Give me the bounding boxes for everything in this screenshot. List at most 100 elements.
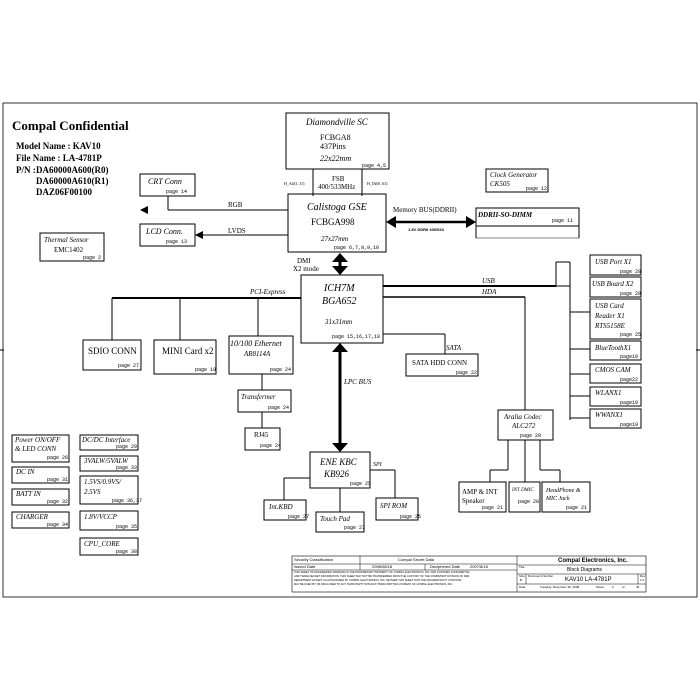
tb-title-label: Title — [519, 565, 525, 569]
fsb-left-signal: H_A#(3..31) — [284, 181, 305, 186]
battin-page: page 32 — [47, 499, 69, 505]
ethernet-page: page 24 — [270, 367, 292, 373]
crt-page: page 14 — [166, 189, 188, 195]
transformer-page: page 24 — [268, 405, 290, 411]
amp-page: page 21 — [482, 505, 504, 511]
ich-page: page 15,16,17,18 — [332, 334, 381, 340]
tb-of: 46 — [636, 585, 640, 589]
tb-deciph-val: 2007/8/18 — [470, 564, 488, 569]
fsb-right-signal: H_D#(0..63) — [367, 181, 388, 186]
amp-name2: Speaker — [462, 497, 485, 505]
wwan-page: page19 — [620, 422, 639, 428]
intkbd-name: Int.KBD — [269, 503, 293, 511]
header-title: Compal Confidential — [12, 118, 129, 133]
amp-name: AMP & INT — [462, 488, 498, 496]
spirom-name: SPI ROM — [380, 502, 408, 510]
model-name: Model Name : KAV10 — [16, 141, 101, 151]
cpucore-page: page 38 — [116, 549, 138, 555]
tb-sheet: 2 — [612, 585, 614, 589]
tb-rev: 1.0 — [640, 578, 645, 582]
cpu-pins: 437Pins — [320, 142, 346, 151]
tb-rev-label: Rev — [640, 574, 646, 578]
wwan-name: WWANX1 — [595, 411, 623, 419]
cpu-name: Diamondville SC — [306, 117, 368, 127]
sata-label: SATA — [446, 344, 462, 352]
tb-secret: Compal Secret Data — [398, 557, 435, 562]
headphone-name: HeadPhone & — [546, 488, 581, 494]
kbc-part: KB926 — [324, 469, 350, 479]
lcd-name: LCD Conn. — [146, 227, 183, 236]
ich-size: 31x31mm — [325, 318, 353, 326]
ethernet-name: 10/100 Ethernet — [230, 339, 282, 348]
vccp-name: 1.8V/VCCP — [84, 513, 117, 521]
pn-1: DA60000A600(R0) — [36, 165, 109, 175]
sdio-page: page 27 — [118, 363, 140, 369]
dmi-label: DMI — [297, 257, 311, 265]
wlan-name: WLANX1 — [595, 389, 622, 397]
tb-disclaimer-2: AND TRADE SECRET INFORMATION. THIS SHEET… — [294, 575, 470, 578]
ich-name: ICH7M — [324, 283, 355, 294]
clock-page: page 12 — [526, 186, 548, 192]
tb-size: B — [520, 578, 523, 582]
tb-disclaimer-3: DEPARTMENT EXCEPT AS AUTHORIZED BY COMPA… — [294, 579, 462, 582]
codec-name: Aralia Codec — [504, 413, 542, 421]
bluetooth-name: BlueToothX1 — [595, 344, 632, 352]
tb-docnum: KAV10 LA-4781P — [565, 577, 612, 583]
fsb-label: FSB — [332, 175, 345, 183]
tb-disclaimer-4: MAY BE USED BY OR DISCLOSED TO ANY THIRD… — [294, 583, 453, 586]
power-onoff-name: Power ON/OFF — [15, 436, 61, 444]
bluetooth-page: page19 — [620, 354, 639, 360]
headphone-page: page 21 — [566, 505, 588, 511]
spirom-page: page 25 — [400, 514, 422, 520]
pn-label: P/N : — [16, 165, 36, 175]
thermal-name: Thermal Sensor — [44, 236, 89, 244]
tb-deciph: Deciphered Date — [430, 564, 461, 569]
sdio-name: SDIO CONN — [88, 346, 137, 356]
thermal-part: EMC1402 — [54, 246, 84, 254]
intkbd-page: page 27 — [288, 514, 310, 520]
charger-page: page 34 — [47, 522, 69, 528]
tb-date: Tuesday, December 30, 2008 — [540, 585, 580, 589]
codec-part: ALC272 — [512, 422, 536, 430]
power-onoff-name2: & LED CONN — [15, 445, 57, 453]
tb-size-label: Size — [519, 574, 525, 578]
hda-label: HDA — [482, 288, 497, 296]
usb-board-page: page 28 — [620, 291, 642, 297]
tb-security: Security Classification — [294, 557, 334, 562]
ich-pkg: BGA652 — [322, 296, 357, 307]
codec-page: page 20 — [520, 433, 542, 439]
card-reader-part: RTS5158E — [595, 322, 625, 330]
cpu-page: page 4,5 — [362, 163, 387, 169]
lcd-page: page 13 — [166, 239, 188, 245]
kbc-name: ENE KBC — [320, 457, 357, 467]
touchpad-page: page 27 — [344, 525, 366, 531]
touchpad-name: Touch Pad — [320, 515, 350, 523]
lvds-label: LVDS — [228, 227, 246, 235]
rj45-name: RJ45 — [254, 431, 269, 439]
pn-2: DA60000A610(R1) — [36, 176, 109, 186]
vccp-page: page 35 — [116, 524, 138, 530]
usb-label: USB — [482, 277, 495, 285]
cmos-cam-page: page22 — [620, 377, 639, 383]
crt-name: CRT Conn — [148, 177, 182, 186]
sata-hdd-page: page 22 — [456, 370, 478, 376]
dimm-name: DDRII-SO-DIMM — [478, 211, 533, 219]
fsb-speed: 400/533MHz — [318, 183, 356, 191]
gmch-name: Calistoga GSE — [307, 202, 367, 213]
tb-company: Compal Electronics, Inc. — [558, 558, 628, 564]
tb-sheet-label: Sheet — [596, 585, 604, 589]
ich-box — [300, 274, 384, 344]
transformer-name: Transfermer — [241, 393, 276, 401]
minicard-name: MINI Card x2 — [162, 346, 214, 356]
clock-name: Clock Generator — [490, 171, 538, 179]
tb-of-label: of — [622, 585, 625, 589]
dimm-page: page 11 — [552, 218, 574, 224]
power-onoff-page: page 26 — [47, 455, 69, 461]
charger-name: CHARGER — [16, 513, 48, 521]
clock-part: CK505 — [490, 180, 510, 188]
thermal-page: page 2 — [83, 255, 102, 261]
card-reader-page: page 25 — [620, 332, 642, 338]
cpu-size: 22x22mm — [320, 154, 352, 163]
